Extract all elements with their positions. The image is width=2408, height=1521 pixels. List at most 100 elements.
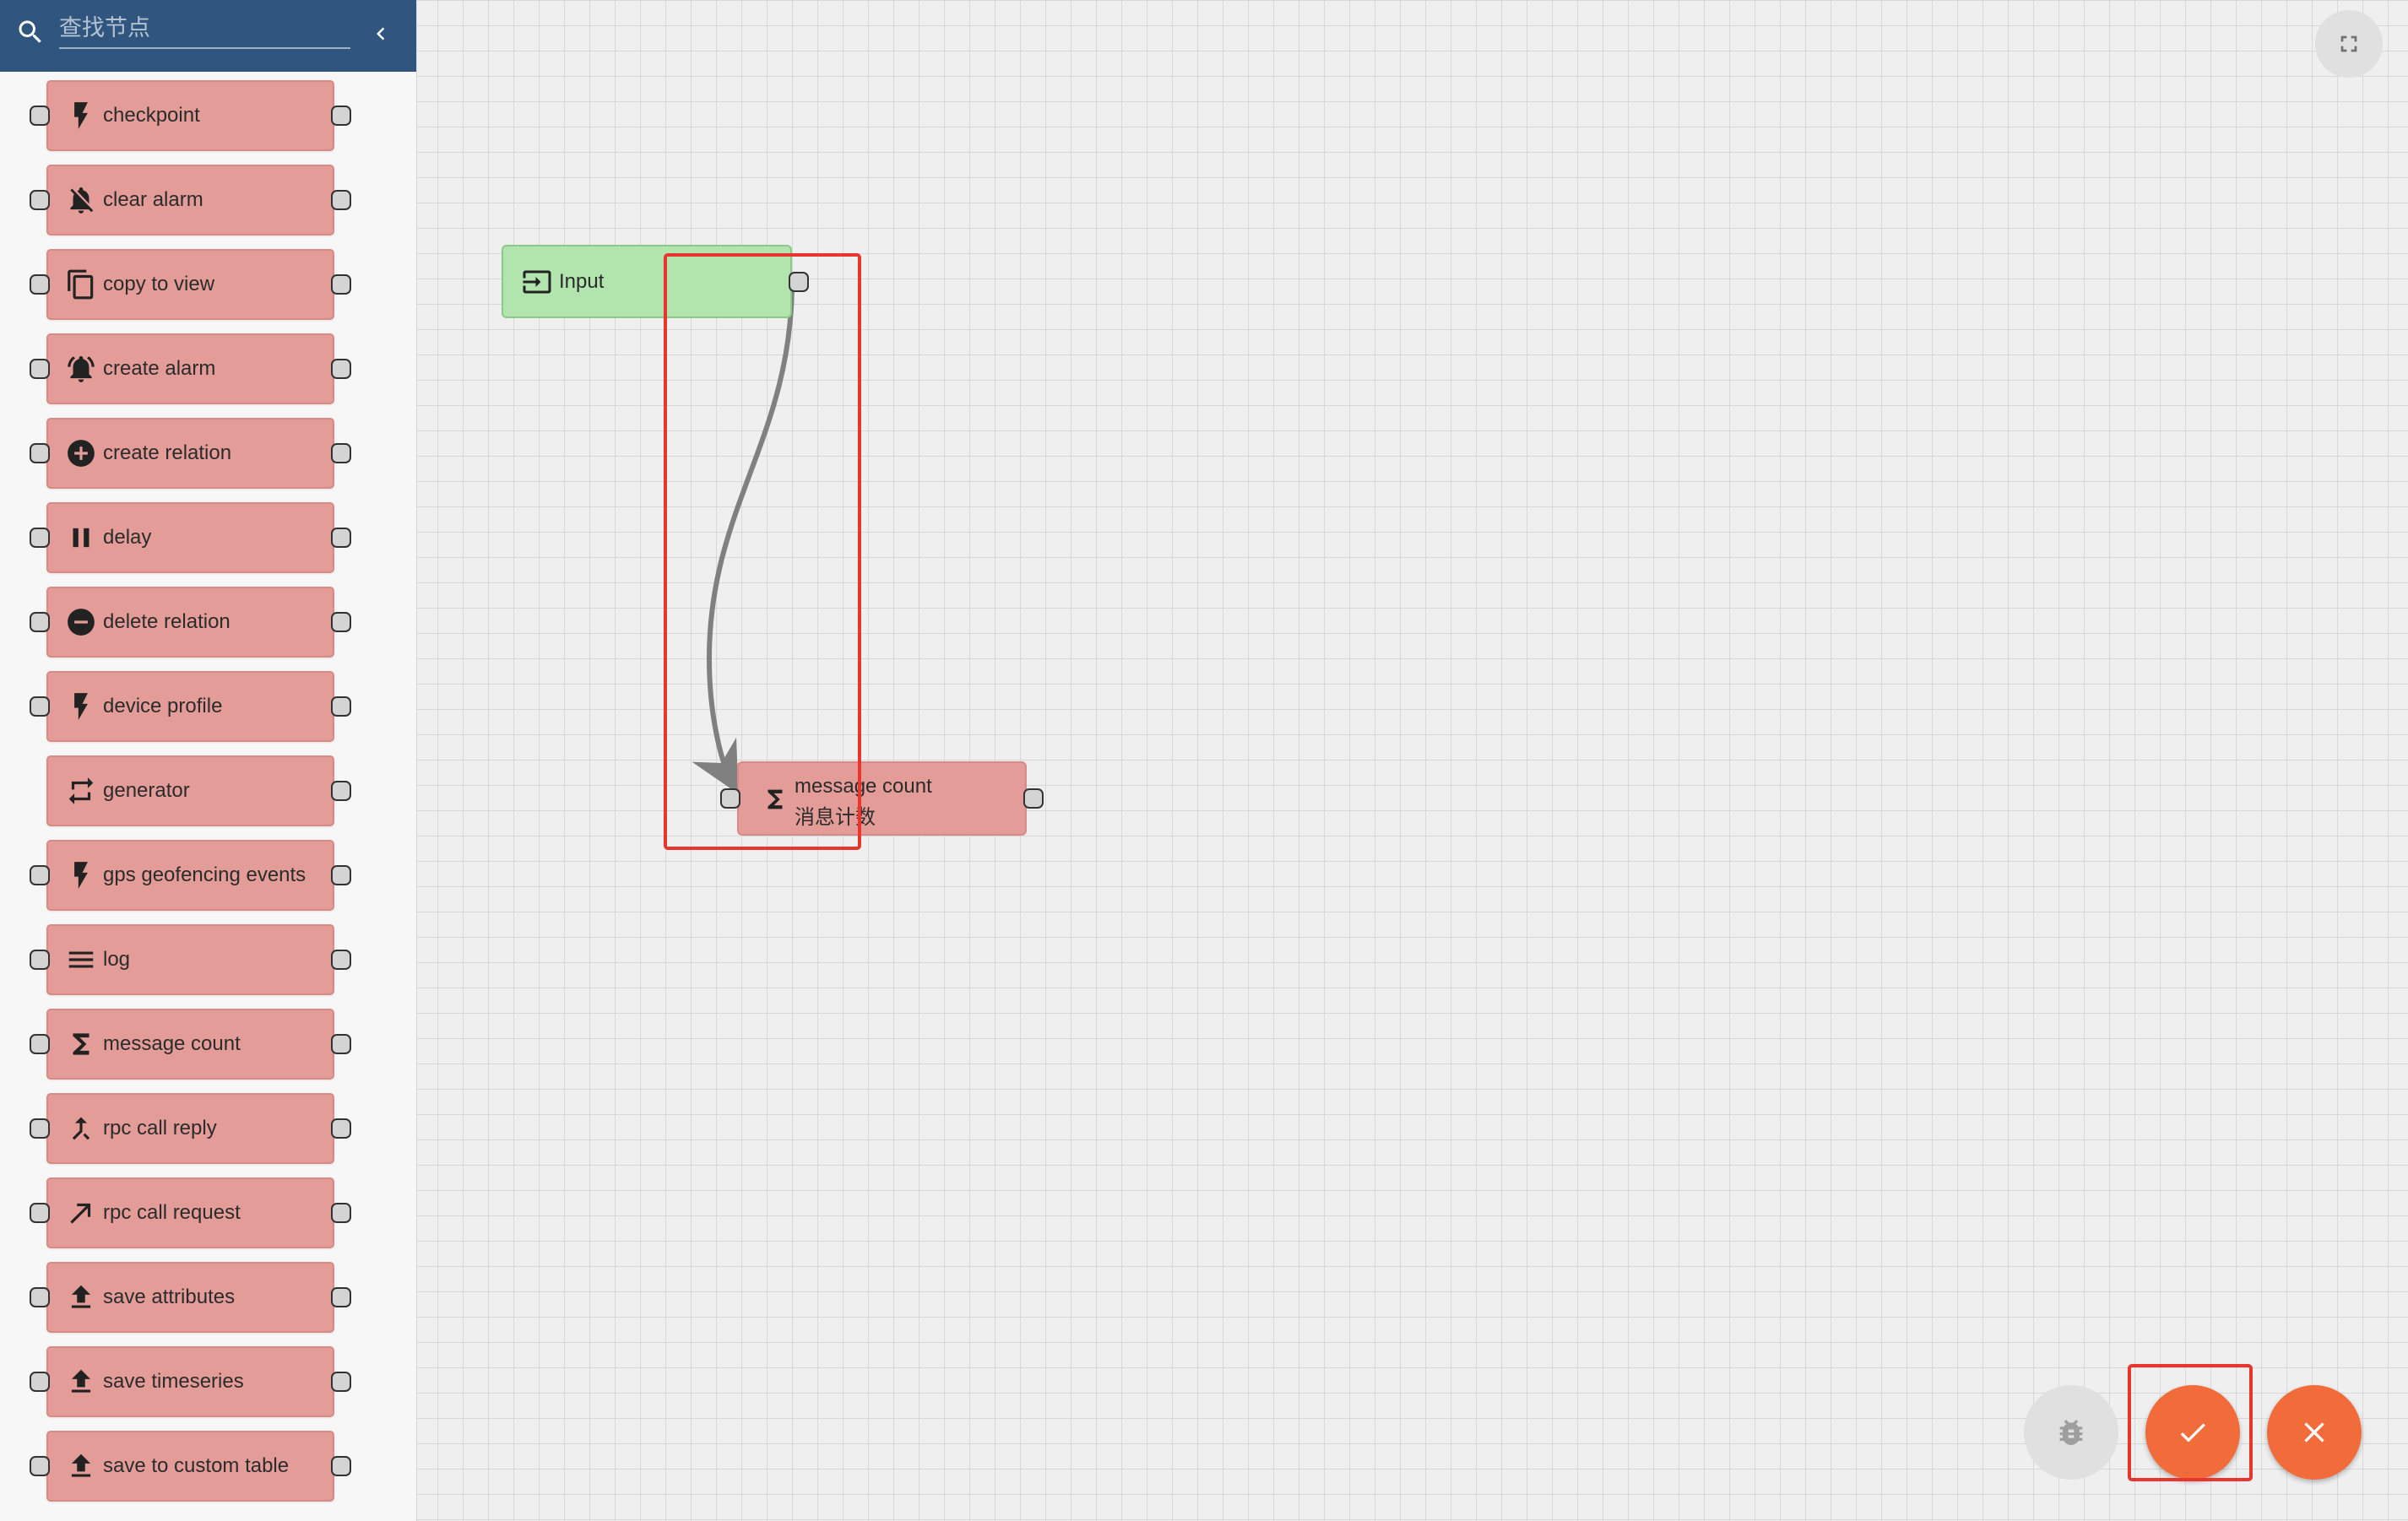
palette-node-output-port <box>331 528 351 548</box>
palette-node-label: message count <box>103 1032 241 1055</box>
content-copy-icon <box>68 269 94 300</box>
sigma-icon <box>767 789 783 809</box>
palette-node-input-port <box>30 1203 50 1223</box>
apply-button-highlight-box <box>2128 1364 2253 1481</box>
palette-node-copy-to-view[interactable]: copy to view <box>30 249 351 320</box>
palette-node-clear-alarm[interactable]: clear alarm <box>30 165 351 235</box>
node-search-bar <box>0 0 416 72</box>
palette-node-output-port <box>331 781 351 801</box>
palette-node-label: create relation <box>103 441 232 464</box>
input-icon <box>523 270 551 294</box>
palette-node-input-port <box>30 865 50 885</box>
palette-node-output-port <box>331 106 351 126</box>
fullscreen-icon <box>2340 35 2357 52</box>
palette-node-output-port <box>331 190 351 210</box>
palette-node-output-port <box>331 1456 351 1476</box>
palette-node-input-port <box>30 1118 50 1139</box>
remove-circle-icon <box>68 609 95 636</box>
search-input[interactable] <box>59 8 350 49</box>
input-node[interactable]: Input <box>502 245 809 318</box>
file-upload-icon <box>71 1453 91 1477</box>
palette-node-create-relation[interactable]: create relation <box>30 418 351 489</box>
palette-node-delete-relation[interactable]: delete relation <box>30 587 351 658</box>
palette-node-message-count[interactable]: message count <box>30 1009 351 1080</box>
notifications-active-icon <box>68 355 95 382</box>
palette-node-input-port <box>30 274 50 295</box>
palette-node-output-port <box>331 1287 351 1307</box>
palette-node-label: log <box>103 948 131 971</box>
call-made-icon <box>70 1203 91 1224</box>
apply-changes-button[interactable] <box>2145 1385 2240 1480</box>
input-node-label: Input <box>559 270 605 293</box>
palette-node-save-attributes[interactable]: save attributes <box>30 1262 351 1333</box>
palette-node-input-port <box>30 359 50 379</box>
palette-node-generator[interactable]: generator <box>46 755 351 826</box>
palette-node-checkpoint[interactable]: checkpoint <box>30 80 351 151</box>
palette-node-output-port <box>331 274 351 295</box>
palette-node-label: rpc call request <box>103 1201 241 1224</box>
palette-node-output-port <box>331 443 351 463</box>
palette-node-gps-geofencing-events[interactable]: gps geofencing events <box>30 840 351 911</box>
menu-lines-icon <box>68 951 94 968</box>
palette-node-rpc-call-reply[interactable]: rpc call reply <box>30 1093 351 1164</box>
palette-node-label: save attributes <box>103 1286 236 1308</box>
flash-icon <box>74 862 88 889</box>
palette-node-save-timeseries[interactable]: save timeseries <box>30 1346 351 1417</box>
palette-node-create-alarm[interactable]: create alarm <box>30 333 351 404</box>
message-count-type-label: message count <box>795 775 932 798</box>
input-node-output-port[interactable] <box>789 272 809 292</box>
fullscreen-button[interactable] <box>2315 10 2383 78</box>
discard-changes-button[interactable] <box>2267 1385 2362 1480</box>
close-icon <box>2304 1422 2324 1443</box>
check-icon <box>2180 1423 2205 1443</box>
palette-node-output-port <box>331 696 351 717</box>
message-count-node[interactable]: message count 消息计数 <box>720 761 1044 836</box>
node-library-sidebar: checkpoint clear alarm copy to view create … <box>0 0 417 1521</box>
palette-node-input-port <box>30 1456 50 1476</box>
palette-node-input-port <box>30 1034 50 1054</box>
palette-node-label: gps geofencing events <box>103 863 306 886</box>
palette-node-input-port <box>30 190 50 210</box>
palette-node-device-profile[interactable]: device profile <box>30 671 351 742</box>
call-merge-icon <box>72 1117 90 1140</box>
palette-node-save-to-custom-table[interactable]: save to custom table <box>30 1431 351 1502</box>
palette-node-rpc-call-request[interactable]: rpc call request <box>30 1177 351 1248</box>
palette-node-label: clear alarm <box>103 188 203 211</box>
message-count-output-port[interactable] <box>1023 788 1044 809</box>
palette-node-input-port <box>30 612 50 632</box>
palette-node-label: create alarm <box>103 357 216 380</box>
file-upload-icon <box>71 1369 91 1393</box>
palette-node-label: checkpoint <box>103 104 200 127</box>
palette-node-output-port <box>331 1034 351 1054</box>
palette-node-input-port <box>30 1372 50 1392</box>
palette-node-input-port <box>30 696 50 717</box>
palette-node-output-port <box>331 1118 351 1139</box>
message-count-name-label: 消息计数 <box>795 805 876 829</box>
debug-button[interactable] <box>2024 1385 2118 1480</box>
message-count-input-port[interactable] <box>720 788 740 809</box>
palette-node-output-port <box>331 612 351 632</box>
file-upload-icon <box>71 1285 91 1308</box>
palette-node-label: generator <box>103 779 190 802</box>
palette-node-label: delete relation <box>103 610 230 633</box>
palette-node-label: save timeseries <box>103 1370 244 1393</box>
palette-node-delay[interactable]: delay <box>30 502 351 573</box>
palette-node-input-port <box>30 1287 50 1307</box>
notifications-off-icon <box>70 187 94 214</box>
palette-node-label: rpc call reply <box>103 1117 217 1139</box>
palette-node-output-port <box>331 1372 351 1392</box>
palette-node-output-port <box>331 950 351 970</box>
sigma-icon <box>73 1033 89 1055</box>
search-icon <box>19 20 41 43</box>
repeat-icon <box>68 777 94 804</box>
flash-icon <box>74 102 88 129</box>
pause-icon <box>73 528 89 548</box>
palette-node-input-port <box>30 443 50 463</box>
palette-node-output-port <box>331 359 351 379</box>
add-circle-icon <box>68 440 95 467</box>
chevron-left-icon[interactable] <box>368 19 393 48</box>
connection-highlight-box <box>664 253 861 850</box>
palette-node-input-port <box>30 106 50 126</box>
palette-node-input-port <box>30 950 50 970</box>
palette-node-log[interactable]: log <box>30 924 351 995</box>
